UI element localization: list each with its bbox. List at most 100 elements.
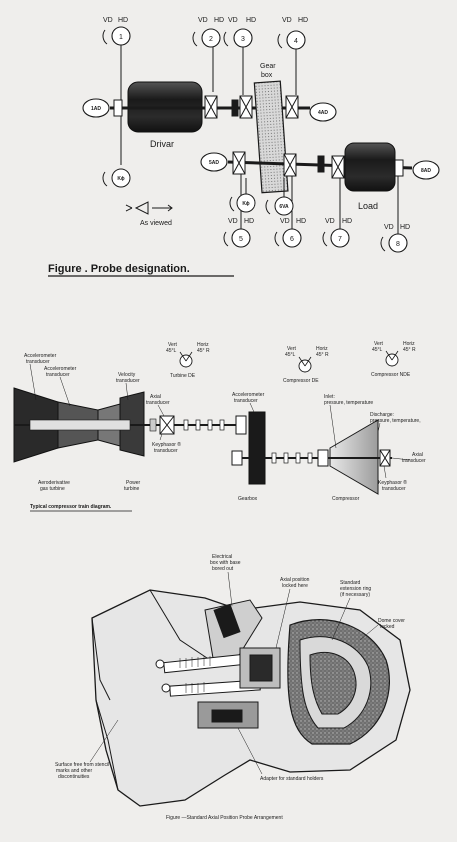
dome-cover-label-1: Dome cover	[378, 618, 405, 624]
inlet-label: Inlet:	[324, 394, 335, 400]
probe-label-3: 3	[241, 36, 245, 43]
gearbox-label-1: Gear	[260, 63, 276, 70]
turbine-de-vert: Vert	[168, 342, 178, 348]
probe-1-hd: HD	[118, 17, 128, 24]
turbine-de-45l: 45°L	[166, 348, 177, 354]
probe-1-vd: VD	[103, 17, 113, 24]
discharge-label: Discharge:	[370, 412, 394, 418]
compressor-de-45l: 45°L	[285, 352, 296, 358]
compressor-nde-horiz: Horiz	[403, 341, 415, 347]
probe-3-hd: HD	[246, 17, 256, 24]
dischargeb-label: pressure, temperature,	[370, 418, 421, 424]
figure1-caption: Figure . Probe designation.	[48, 263, 190, 275]
gearbox-label: Gearbox	[238, 496, 258, 502]
extension-ring-label-1: Standard	[340, 580, 361, 586]
eye-icon	[125, 201, 173, 215]
probe-3-vd: VD	[228, 17, 238, 24]
probe-8-vd: VD	[384, 224, 394, 231]
probe-5-vd: VD	[228, 218, 238, 225]
surface-label-3: discontinuities	[58, 774, 90, 780]
as-viewed-label: As viewed	[140, 220, 172, 227]
compressor-label: Compressor	[332, 496, 360, 502]
figure-axial-probe-arrangement: Electrical box with base bored out Axial…	[55, 554, 411, 821]
probe-label-5: 5	[239, 236, 243, 243]
compressor-nde-label: Compressor NDE	[371, 372, 411, 378]
probe-7-hd: HD	[342, 218, 352, 225]
turbine-de-45r: 45° R	[197, 348, 210, 354]
keyphasor-label: Keyphasor ®	[152, 441, 181, 448]
probe-4-vd: VD	[282, 17, 292, 24]
probe-5ad: 5AD	[209, 160, 219, 166]
gearbox-label-2: box	[261, 72, 273, 79]
accel2b-label: transducer	[46, 372, 70, 378]
axialb-label: transducer	[146, 400, 170, 406]
probe-label-4: 4	[294, 38, 298, 45]
accel1b-label: transducer	[26, 359, 50, 365]
compressor-de-horiz: Horiz	[316, 346, 328, 352]
power-label: Power	[126, 480, 141, 486]
probe-label-7: 7	[338, 236, 342, 243]
probe-2-vd: VD	[198, 17, 208, 24]
probe-label-1: 1	[119, 34, 123, 41]
compressor-de-vert: Vert	[287, 346, 297, 352]
velocity-label: Velocity	[118, 372, 136, 378]
probe-7-vd: VD	[325, 218, 335, 225]
electrical-box-label-1: Electrical	[212, 554, 232, 560]
probe-label-2: 2	[209, 36, 213, 43]
surface-label-1: Surface free from stencil	[55, 762, 109, 768]
keyphasor2-label: Keyphasor ®	[378, 479, 407, 486]
compressor-de-label: Compressor DE	[283, 378, 319, 384]
figure-compressor-train: Vert 45°L Horiz 45° R Turbine DE Vert 45…	[13, 341, 426, 512]
dome-cover-label-2: locked	[380, 624, 395, 630]
axial2-label: Axial	[412, 452, 423, 458]
accel3-label: Accelerometer	[232, 392, 265, 398]
figure-probe-designation: VD HD VD HD VD HD VD HD VD HD VD HD VD H…	[48, 17, 440, 277]
axial2b-label: transducer	[402, 458, 426, 464]
inletb-label: pressure, temperature	[324, 400, 373, 406]
electrical-box-label-3: bored out	[212, 566, 234, 572]
adapter-label: Adapter for standard holders	[260, 776, 324, 782]
probe-5-hd: HD	[244, 218, 254, 225]
surface-label-2: marks and other	[56, 768, 92, 774]
powerb-label: turbine	[124, 486, 140, 492]
extension-ring-label-3: (if necessary)	[340, 592, 370, 598]
accel3b-label: transducer	[234, 398, 258, 404]
velocityb-label: transducer	[116, 378, 140, 384]
kphasor-1: Kϕ	[117, 176, 125, 182]
load-label: Load	[358, 201, 378, 211]
probe-6-vd: VD	[280, 218, 290, 225]
compressor-de-45r: 45° R	[316, 352, 329, 358]
probe-label-8: 8	[396, 241, 400, 248]
probe-4-hd: HD	[298, 17, 308, 24]
aero-label: Aeroderivative	[38, 480, 70, 486]
probe-8-hd: HD	[400, 224, 410, 231]
probe-1ad: 1AD	[91, 106, 101, 112]
turbine-de-label: Turbine DE	[170, 373, 196, 379]
compressor-nde-45r: 45° R	[403, 347, 416, 353]
probe-label-6: 6	[290, 236, 294, 243]
probe-8ad: 8AD	[421, 168, 431, 174]
compressor-nde-vert: Vert	[374, 341, 384, 347]
axial-label: Axial	[150, 394, 161, 400]
axial-position-label-2: locked here	[282, 583, 308, 589]
probe-4ad: 4AD	[318, 110, 328, 116]
probe-6-hd: HD	[296, 218, 306, 225]
aerob-label: gas turbine	[40, 486, 65, 492]
figure2-caption: Typical compressor train diagram.	[30, 504, 112, 510]
keyphasorb-label: transducer	[154, 448, 178, 454]
keyphasor2b-label: transducer	[382, 486, 406, 492]
kphasor-2: Kϕ	[242, 201, 250, 207]
extension-ring-label-2: extension ring	[340, 586, 371, 592]
drivar-label: Drivar	[150, 139, 174, 149]
axial-position-label-1: Axial position	[280, 577, 310, 583]
compressor-nde-45l: 45°L	[372, 347, 383, 353]
accel1-label: Accelerometer	[24, 353, 57, 359]
turbine-de-horiz: Horiz	[197, 342, 209, 348]
figure3-caption: Figure —Standard Axial Position Probe Ar…	[166, 815, 283, 821]
accel2-label: Accelerometer	[44, 366, 77, 372]
probe-2-hd: HD	[214, 17, 224, 24]
electrical-box-label-2: box with base	[210, 560, 241, 566]
probe-6va: 6VA	[279, 204, 289, 210]
